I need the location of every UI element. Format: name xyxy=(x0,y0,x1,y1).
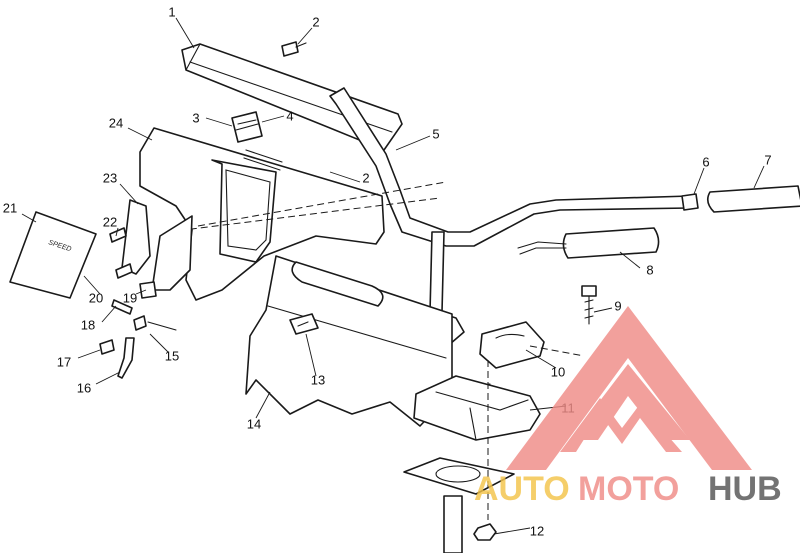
callout-number: 24 xyxy=(109,116,123,131)
watermark-m-shape xyxy=(560,398,682,452)
callout-number: 22 xyxy=(103,215,117,230)
watermark-triangle-inner xyxy=(570,364,690,440)
callout-number: 1 xyxy=(168,5,175,20)
callout-number: 21 xyxy=(3,201,17,216)
callout-number: 15 xyxy=(165,349,179,364)
part-decal-panel: SPEED xyxy=(9,211,97,299)
watermark-brand-hub: HUB xyxy=(708,470,782,508)
part-lever-assembly xyxy=(99,315,177,379)
callout-number: 6 xyxy=(702,155,709,170)
part-column-plate xyxy=(403,360,515,553)
callout-number: 12 xyxy=(530,524,544,539)
callout-number: 14 xyxy=(247,417,261,432)
callout-number: 17 xyxy=(57,355,71,370)
callout-number: 2 xyxy=(362,171,369,186)
part-lower-shroud xyxy=(245,255,453,427)
part-upper-clamp xyxy=(479,321,585,369)
leader-lines xyxy=(21,17,765,535)
part-nut xyxy=(473,523,497,541)
callout-number: 19 xyxy=(123,291,137,306)
part-switch xyxy=(231,111,263,143)
callout-number: 8 xyxy=(646,263,653,278)
watermark-logo: AUTO MOTO HUB xyxy=(474,306,782,508)
part-bar-end xyxy=(681,193,699,211)
callout-number: 3 xyxy=(192,111,199,126)
part-screw-top xyxy=(281,41,307,57)
callout-number: 5 xyxy=(432,127,439,142)
part-lower-clamp xyxy=(413,375,541,441)
part-mount-bracket xyxy=(121,199,193,291)
watermark-triangle-outer xyxy=(506,306,752,470)
part-grommet xyxy=(289,313,319,335)
callout-number: 7 xyxy=(764,153,771,168)
callout-number: 23 xyxy=(103,171,117,186)
callout-number: 16 xyxy=(77,381,91,396)
callout-number: 10 xyxy=(551,365,565,380)
watermark-brand-auto: AUTO xyxy=(474,470,570,508)
part-heated-grip xyxy=(517,227,660,259)
part-grip xyxy=(706,185,800,213)
callout-number: 2 xyxy=(312,15,319,30)
part-small-hardware xyxy=(109,227,157,315)
callout-number: 18 xyxy=(81,318,95,333)
callout-number: 4 xyxy=(286,109,293,124)
part-bolt xyxy=(581,285,597,325)
callout-number: 20 xyxy=(89,291,103,306)
callout-number: 9 xyxy=(614,299,621,314)
watermark-brand-moto: MOTO xyxy=(578,470,679,508)
part-dash-panel xyxy=(139,127,385,301)
callout-number: 13 xyxy=(311,373,325,388)
